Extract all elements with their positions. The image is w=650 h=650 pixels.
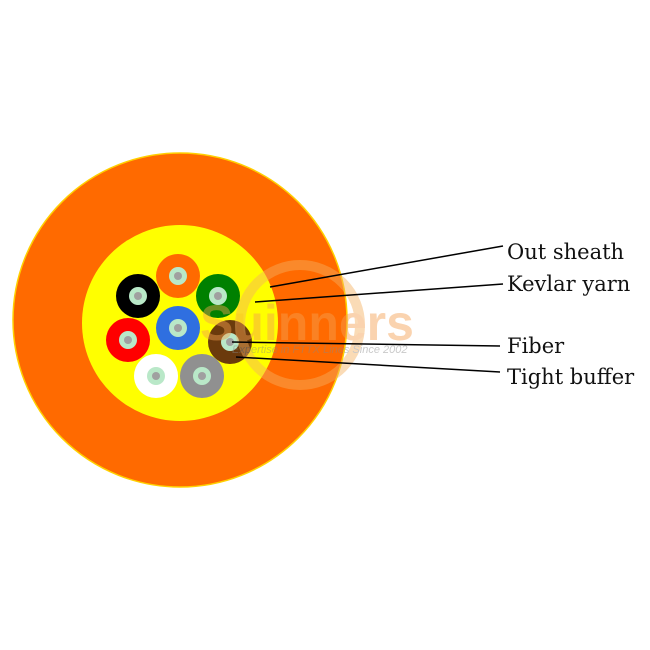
fiber-core (198, 372, 206, 380)
label-fiber: Fiber (507, 334, 565, 358)
label-out-sheath: Out sheath (507, 240, 625, 264)
leader-line-kevlar-yarn (254, 283, 504, 303)
svg-text:Expertise in FTTX Lines Since: Expertise in FTTX Lines Since 2002 (232, 344, 407, 356)
fiber-core (174, 324, 182, 332)
leader-line-out-sheath (269, 245, 504, 288)
label-kevlar-yarn: Kevlar yarn (507, 272, 631, 296)
fiber-group (106, 254, 252, 398)
tight-buffered-fiber (196, 274, 240, 318)
leader-line-fiber (231, 341, 501, 347)
fiber-core (226, 338, 234, 346)
fiber-core (174, 272, 182, 280)
tight-buffered-fiber (106, 318, 150, 362)
fiber-core (152, 372, 160, 380)
fiber-core (214, 292, 222, 300)
tight-buffered-fiber (208, 320, 252, 364)
tight-buffered-fiber (116, 274, 160, 318)
leader-line-tight-buffer (235, 356, 501, 373)
tight-buffered-fiber (180, 354, 224, 398)
fiber-core (134, 292, 142, 300)
tight-buffered-fiber (156, 254, 200, 298)
tight-buffered-fiber (156, 306, 200, 350)
fiber-core (124, 336, 132, 344)
tight-buffered-fiber (134, 354, 178, 398)
label-tight-buffer: Tight buffer (507, 365, 635, 389)
